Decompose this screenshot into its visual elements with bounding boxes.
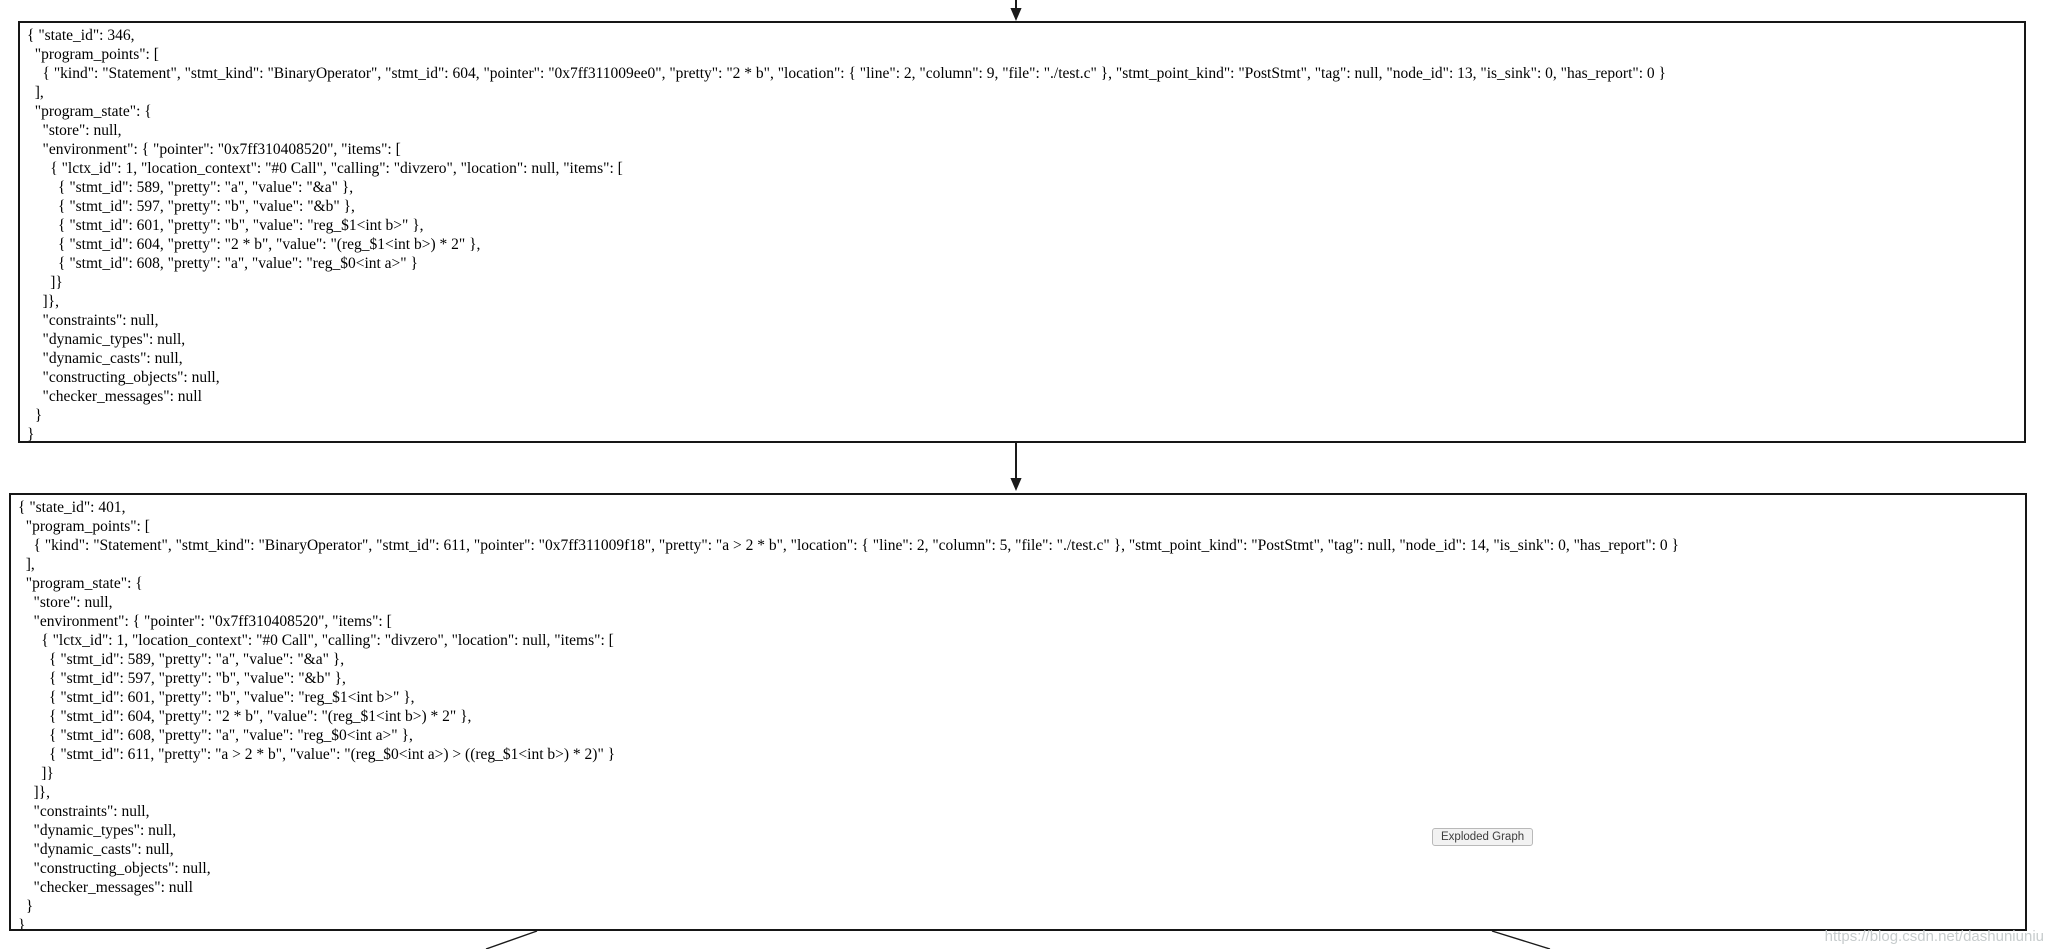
- exploded-graph-tooltip: Exploded Graph: [1432, 828, 1534, 846]
- graph-node-state-401: { "state_id": 401, "program_points": [ {…: [9, 493, 2027, 931]
- node-state-401-text: { "state_id": 401, "program_points": [ {…: [18, 499, 1679, 929]
- graph-node-state-346: { "state_id": 346, "program_points": [ {…: [18, 21, 2026, 443]
- edge-outgoing-right-line: [1491, 930, 1551, 949]
- csdn-watermark-text: https://blog.csdn.net/dashuniuniu: [1824, 928, 2044, 945]
- arrowhead-down-icon: [1010, 8, 1022, 21]
- edge-outgoing-left-line: [485, 930, 538, 949]
- arrowhead-down-icon: [1010, 478, 1022, 491]
- node-state-346-text: { "state_id": 346, "program_points": [ {…: [27, 27, 1666, 441]
